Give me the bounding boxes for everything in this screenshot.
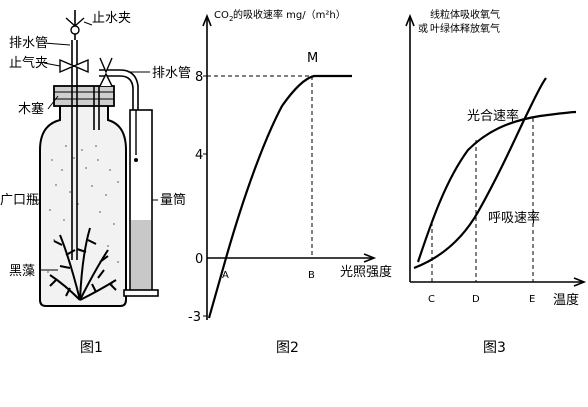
label-gas-stop-clip: 止气夹 (9, 55, 48, 71)
caption-figure2: 图2 (276, 340, 299, 356)
label-cylinder: 量筒 (160, 192, 186, 208)
label-drain-pipe-left: 排水管 (9, 36, 48, 51)
fig3-ylabel-or: 或 (418, 23, 428, 35)
fig2-ytick-4: 4 (195, 148, 203, 163)
fig3-ylabel-line1: 线粒体吸收氧气 (430, 8, 500, 21)
label-drain-pipe-right: 排水管 (152, 66, 191, 81)
fig3-point-e: E (529, 294, 535, 305)
fig3-y-arrow (405, 13, 415, 27)
fig2-ylabel-rest: 的吸收速率 mg/（m²h） (233, 8, 346, 21)
fig3-respiration-curve (413, 77, 547, 270)
fig2-y-arrow (202, 13, 212, 27)
figure3-chart: 线粒体吸收氧气 或 叶绿体释放氧气 光合速率 呼吸速率 C D E 温度 图3 (405, 8, 587, 356)
cork (53, 85, 115, 107)
fig3-curve1-label: 光合速率 (467, 108, 519, 124)
fig2-xlabel: 光照强度 (340, 264, 392, 280)
fig2-ylabel-co2: CO (214, 10, 229, 21)
fig3-x-arrow (573, 277, 587, 287)
label-plant: 黑藻 (9, 264, 35, 279)
fig3-point-c: C (428, 294, 435, 305)
fig2-x-arrow (363, 253, 377, 263)
fig2-co2-curve (207, 74, 352, 319)
label-cork: 木塞 (18, 101, 44, 117)
fig3-xlabel: 温度 (553, 292, 579, 308)
label-wide-bottle: 广口瓶 (0, 193, 39, 208)
bottle-water (47, 145, 119, 285)
fig3-curve2-label: 呼吸速率 (488, 210, 540, 226)
plant-hydrilla (49, 227, 117, 301)
fig2-point-m: M (307, 51, 318, 66)
label-water-stop-clip: 止水夹 (92, 11, 131, 26)
fig2-origin: 0 (195, 252, 203, 267)
fig2-point-a: A (222, 270, 229, 281)
fig2-ytick-neg3: -3 (188, 310, 201, 325)
fig3-point-d: D (472, 294, 480, 305)
water-stop-clip (65, 10, 85, 40)
right-clip (99, 57, 113, 87)
figure2-chart: 8 4 0 -3 CO 2 的吸收速率 mg/（m²h） M A B 光照强度 … (188, 8, 392, 356)
fig3-ylabel-line2: 叶绿体释放氧气 (430, 22, 500, 35)
figure1-apparatus: 排水管 止气夹 止水夹 排水管 木塞 广口瓶 黑藻 量筒 图1 (0, 10, 191, 356)
fig2-ytick-8: 8 (195, 70, 203, 85)
graduated-cylinder (123, 109, 159, 297)
gas-stop-clip (59, 58, 89, 74)
fig2-ylabel-sub: 2 (229, 15, 233, 23)
fig2-point-b: B (308, 270, 315, 281)
caption-figure3: 图3 (483, 340, 506, 356)
caption-figure1: 图1 (80, 340, 103, 356)
fig3-photosynthesis-curve (416, 110, 577, 263)
